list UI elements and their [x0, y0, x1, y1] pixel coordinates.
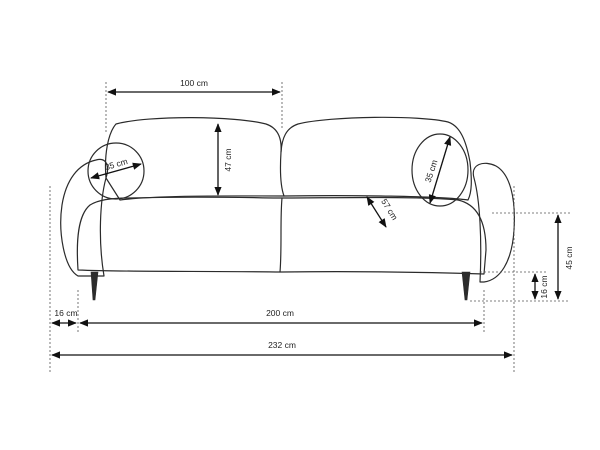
total-height-label: 45 cm — [564, 246, 574, 269]
cushion-width-label: 100 cm — [180, 78, 208, 88]
seat-depth-label: 57 cm — [379, 197, 400, 222]
dimension-arrows — [51, 88, 562, 359]
right-pillow — [411, 133, 469, 207]
left-armrest — [60, 158, 109, 277]
inner-width-label: 200 cm — [266, 308, 294, 318]
left-pillow — [87, 142, 145, 200]
center-seam — [279, 197, 283, 273]
pillow-left-label: 35 cm — [104, 156, 129, 172]
pillow-left-arrow — [90, 162, 142, 180]
right-back-cushion — [280, 116, 472, 201]
pillow-right-arrow — [428, 136, 452, 204]
leg-height-label: 16 cm — [539, 275, 549, 298]
sofa-drawing — [60, 116, 515, 301]
total-width-label: 232 cm — [268, 340, 296, 350]
seat-depth-arrow — [366, 196, 387, 228]
backrest-height-label: 47 cm — [223, 148, 233, 171]
right-armrest — [472, 162, 515, 283]
leg-right — [461, 271, 471, 301]
dimension-labels: 100 cm 47 cm 35 cm 35 cm 57 cm 45 cm 16 … — [54, 78, 574, 350]
extension-lines — [49, 82, 570, 372]
leg-left — [90, 271, 99, 301]
left-back-cushion — [104, 117, 285, 201]
arm-width-label: 16 cm — [54, 308, 77, 318]
